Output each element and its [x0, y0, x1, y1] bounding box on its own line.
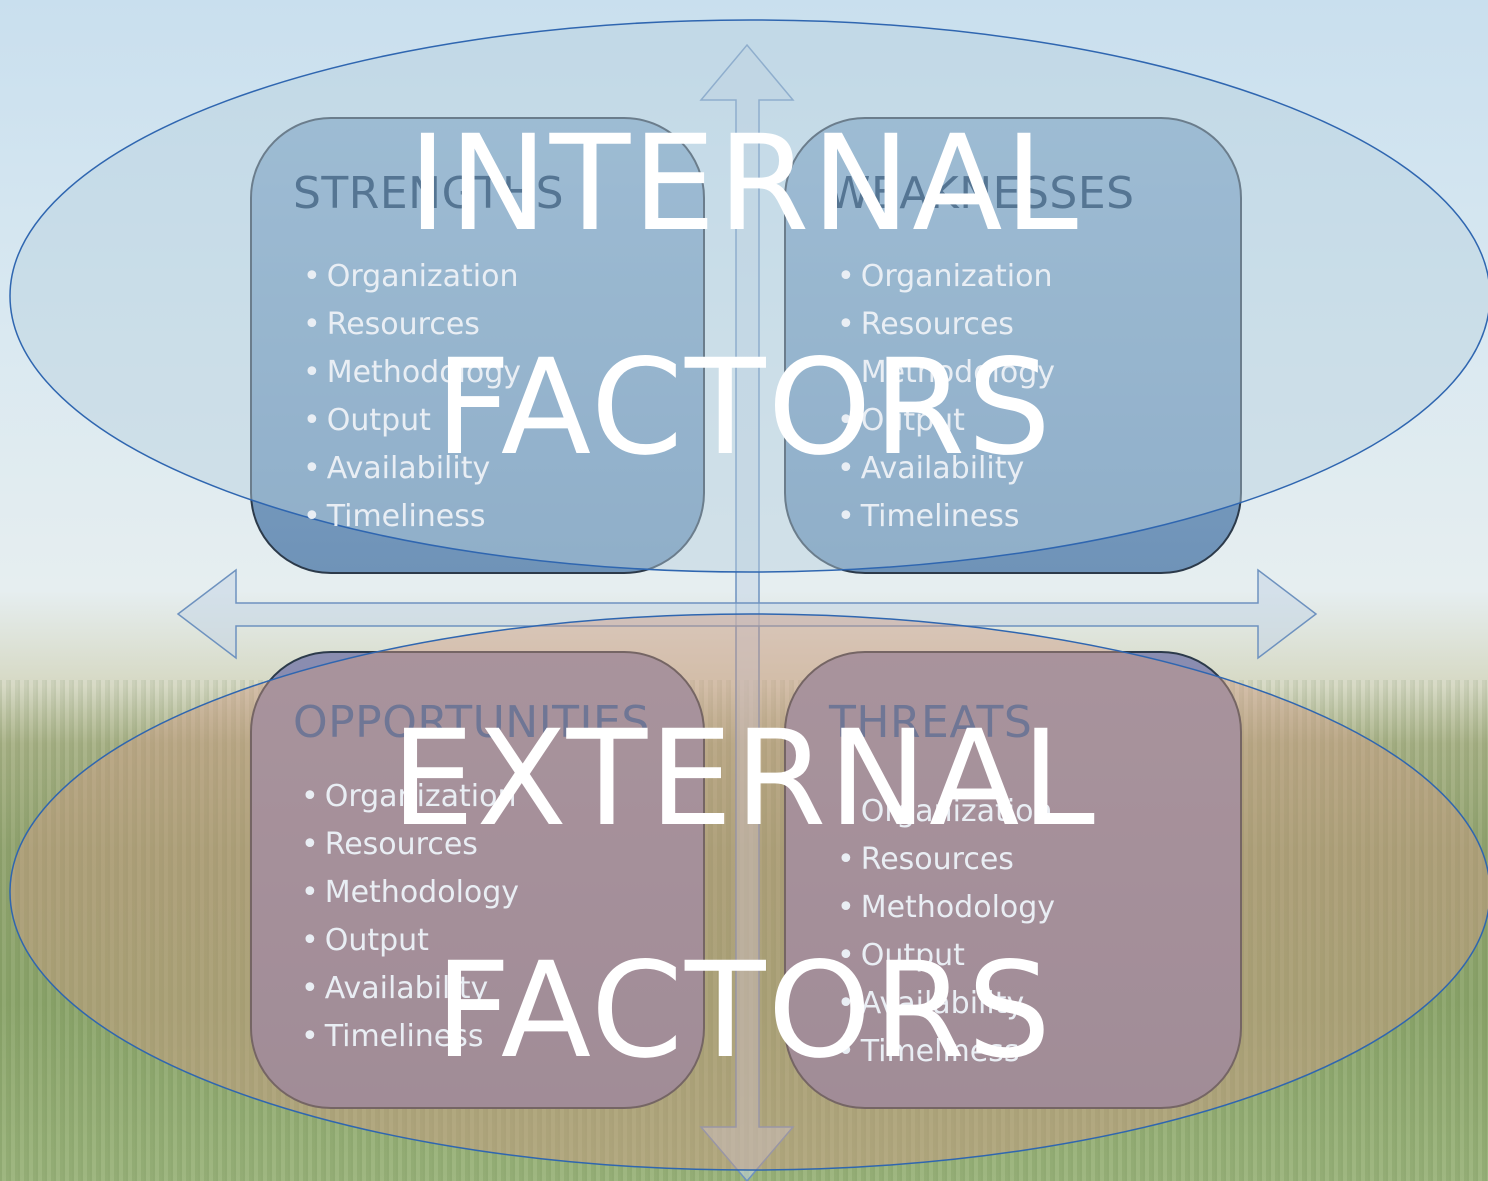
- list-item: Organization: [837, 253, 1055, 301]
- opportunities-title: OPPORTUNITIES: [293, 697, 650, 748]
- weaknesses-list: Organization Resources Methodology Outpu…: [837, 253, 1055, 541]
- list-item: Timeliness: [837, 1028, 1055, 1076]
- list-item: Output: [837, 397, 1055, 445]
- internal-factors-ellipse: [9, 19, 1488, 573]
- list-item: Resources: [837, 836, 1055, 884]
- list-item: Methodology: [837, 349, 1055, 397]
- list-item: Timeliness: [837, 493, 1055, 541]
- list-item: Output: [301, 917, 519, 965]
- list-item: Organization: [301, 773, 519, 821]
- internal-factors-line1: INTERNAL: [407, 107, 1080, 261]
- list-item: Availability: [837, 445, 1055, 493]
- list-item: Availability: [303, 445, 521, 493]
- list-item: Resources: [303, 301, 521, 349]
- list-item: Methodology: [301, 869, 519, 917]
- list-item: Resources: [837, 301, 1055, 349]
- list-item: Organization: [837, 788, 1055, 836]
- list-item: Availability: [837, 980, 1055, 1028]
- list-item: Methodology: [303, 349, 521, 397]
- strengths-title: STRENGTHS: [293, 168, 565, 219]
- internal-factors-line2: FACTORS: [435, 331, 1053, 485]
- external-factors-line2: FACTORS: [435, 934, 1053, 1088]
- list-item: Output: [837, 932, 1055, 980]
- threats-list: Organization Resources Methodology Outpu…: [837, 788, 1055, 1076]
- external-factors-line1: EXTERNAL: [391, 702, 1097, 856]
- threats-title: THREATS: [829, 697, 1033, 748]
- list-item: Methodology: [837, 884, 1055, 932]
- weaknesses-title: WEAKNESSES: [827, 168, 1135, 219]
- opportunities-list: Organization Resources Methodology Outpu…: [301, 773, 519, 1061]
- list-item: Availability: [301, 965, 519, 1013]
- list-item: Timeliness: [301, 1013, 519, 1061]
- list-item: Output: [303, 397, 521, 445]
- list-item: Organization: [303, 253, 521, 301]
- list-item: Timeliness: [303, 493, 521, 541]
- list-item: Resources: [301, 821, 519, 869]
- strengths-list: Organization Resources Methodology Outpu…: [303, 253, 521, 541]
